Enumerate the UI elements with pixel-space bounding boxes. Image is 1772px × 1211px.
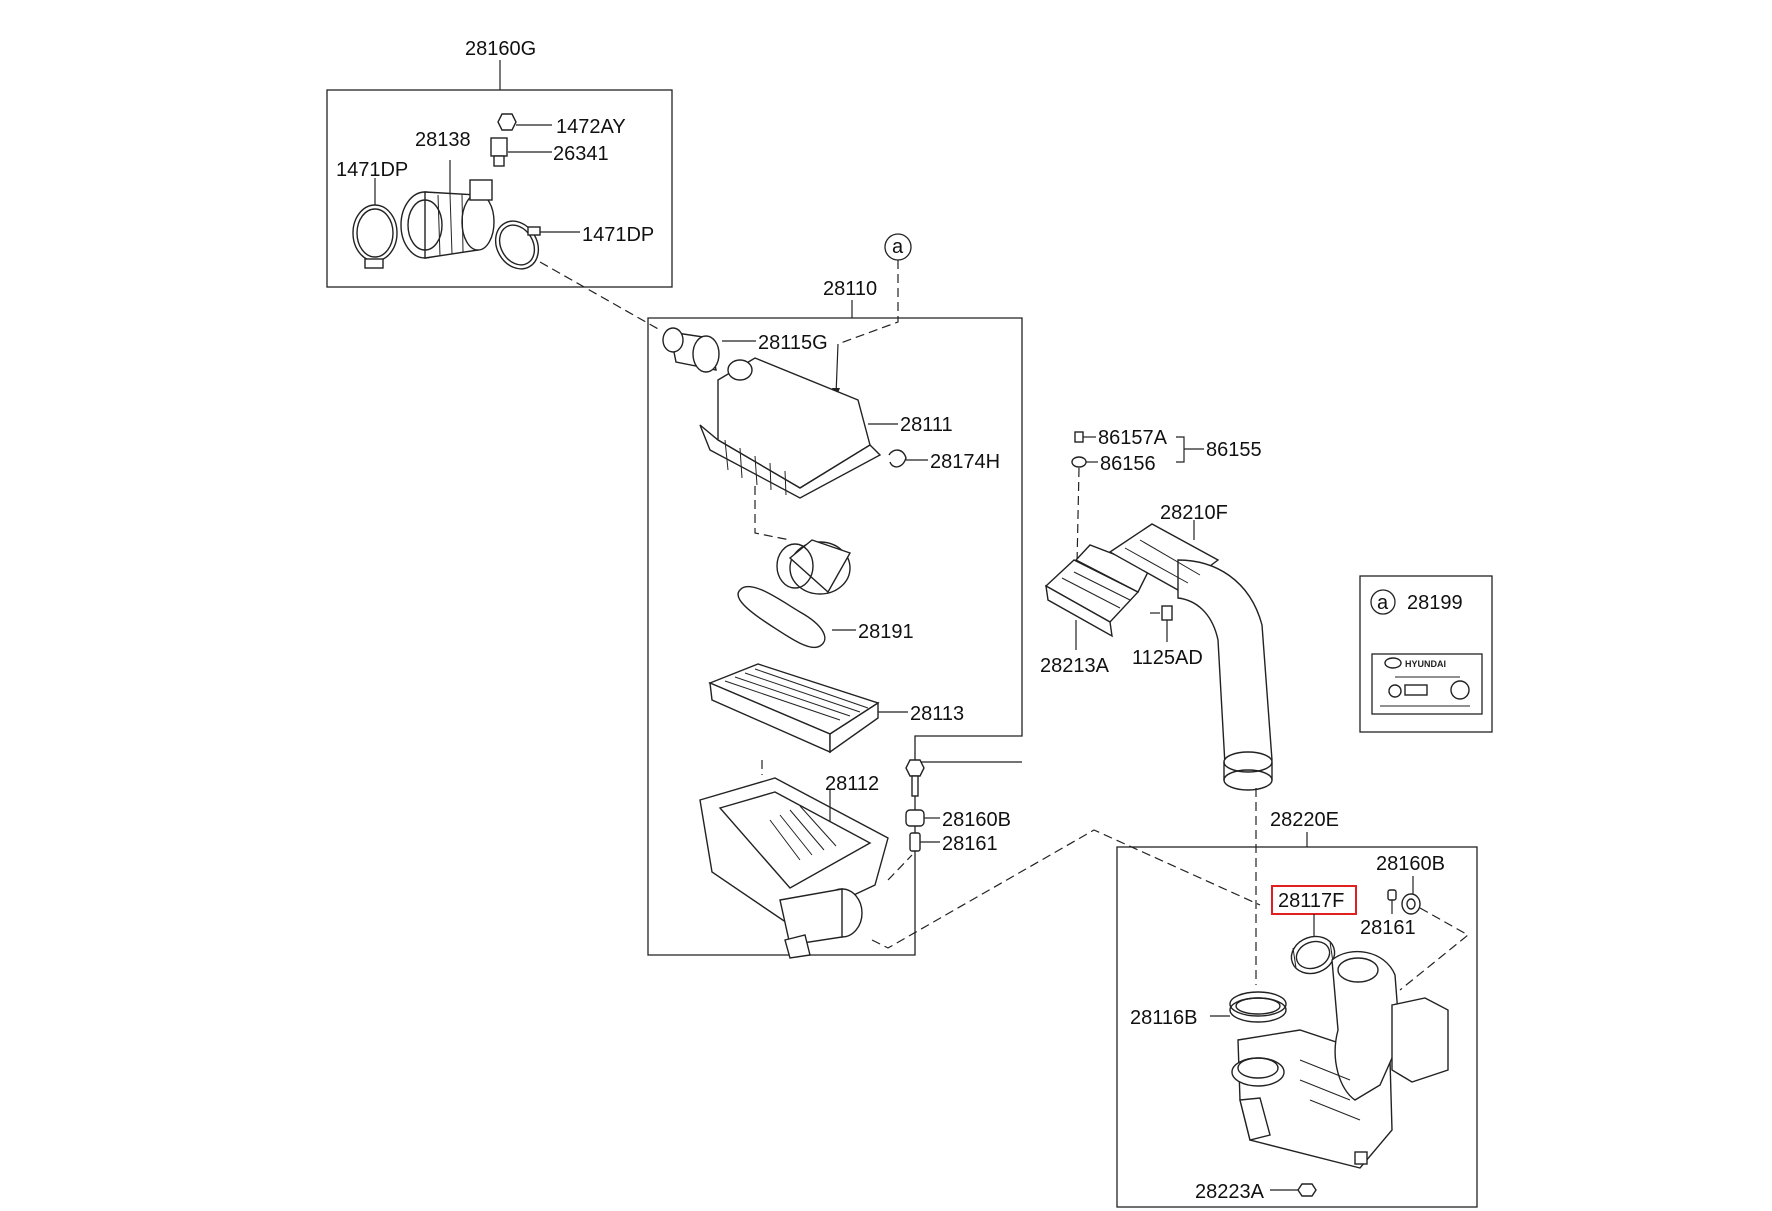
box-28220E <box>1116 846 1478 1208</box>
box-28110 <box>647 317 1023 956</box>
hyundai-logo-icon <box>1384 657 1402 669</box>
grommet-28160B-right <box>1401 893 1421 915</box>
label-28116B[interactable]: 28116B <box>1130 1007 1197 1029</box>
sensor-26341 <box>490 137 552 167</box>
label-1472AY[interactable]: 1472AY <box>556 116 626 138</box>
decal-28199: a 28199 HYUNDAI <box>1359 575 1493 733</box>
label-28138[interactable]: 28138 <box>415 129 471 151</box>
label-28199[interactable]: 28199 <box>1407 592 1463 614</box>
label-28161-right[interactable]: 28161 <box>1360 917 1416 939</box>
dashed-connector-top <box>539 261 661 331</box>
label-28223A[interactable]: 28223A <box>1195 1181 1265 1203</box>
part-28191 <box>737 539 852 649</box>
decal-plate <box>1371 653 1483 715</box>
part-28115G <box>662 327 720 373</box>
label-86156[interactable]: 86156 <box>1100 453 1156 475</box>
label-28220E[interactable]: 28220E <box>1270 809 1339 831</box>
label-28110[interactable]: 28110 <box>823 278 877 300</box>
label-26341[interactable]: 26341 <box>553 143 609 165</box>
label-28111[interactable]: 28111 <box>900 414 953 436</box>
label-86157A[interactable]: 86157A <box>1098 427 1168 449</box>
part-28112-lower-case <box>699 777 889 959</box>
label-86155[interactable]: 86155 <box>1206 439 1262 461</box>
clamp-1471DP-right <box>494 220 580 270</box>
part-28138 <box>400 179 495 259</box>
label-1125AD[interactable]: 1125AD <box>1132 647 1203 669</box>
assembly-28220E: 28220E 28117F 28160B 28161 <box>1116 809 1478 1208</box>
label-28112[interactable]: 28112 <box>825 773 879 795</box>
label-1471DP-left[interactable]: 1471DP <box>336 159 408 181</box>
part-intake-lower-body <box>1231 950 1449 1169</box>
clamp-1471DP-left <box>352 204 398 269</box>
label-28113[interactable]: 28113 <box>910 703 964 725</box>
ring-28116B <box>1229 991 1287 1023</box>
assembly-28110: 28110 a 28115G 28111 28174H <box>647 233 1023 959</box>
pin-28161-right <box>1387 889 1397 914</box>
label-28117F[interactable]: 28117F <box>1278 890 1344 912</box>
bolt-upper-stack <box>905 759 925 797</box>
label-28174H[interactable]: 28174H <box>930 451 1000 473</box>
ref-a[interactable]: a <box>892 236 904 258</box>
label-28161-mid[interactable]: 28161 <box>942 833 998 855</box>
label-28160G[interactable]: 28160G <box>465 38 536 60</box>
decal-brand-text: HYUNDAI <box>1405 659 1446 669</box>
label-28191[interactable]: 28191 <box>858 621 914 643</box>
label-28210F[interactable]: 28210F <box>1160 502 1228 524</box>
box-28199 <box>1359 575 1493 733</box>
bolt-28223A <box>1270 1183 1317 1197</box>
pin-28161-mid <box>909 832 940 852</box>
part-28113-filter <box>708 663 880 754</box>
label-1471DP-right[interactable]: 1471DP <box>582 224 654 246</box>
clip-28174H <box>888 449 928 468</box>
ring-28117F <box>1290 935 1336 975</box>
label-28213A[interactable]: 28213A <box>1040 655 1110 677</box>
assembly-intake-hose: 86157A 86156 86155 28213A 1125AD <box>1040 427 1273 985</box>
screw-1125AD <box>1150 605 1173 642</box>
clip-86156 <box>1071 456 1098 468</box>
grommet-28160B-mid <box>905 809 940 827</box>
part-28111 <box>699 357 882 499</box>
label-28160B-mid[interactable]: 28160B <box>942 809 1011 831</box>
bolt-1472AY <box>497 113 552 131</box>
part-28213A <box>1044 544 1151 638</box>
assembly-28160G: 28160G 1471DP 28138 1472AY <box>326 38 673 288</box>
dashed-connector-middle <box>871 829 1261 949</box>
label-28160B-right[interactable]: 28160B <box>1376 853 1445 875</box>
label-28115G[interactable]: 28115G <box>758 332 828 354</box>
ref-a-box[interactable]: a <box>1377 592 1389 614</box>
part-28210F-hose <box>1108 523 1273 791</box>
clip-86157A <box>1074 431 1096 443</box>
